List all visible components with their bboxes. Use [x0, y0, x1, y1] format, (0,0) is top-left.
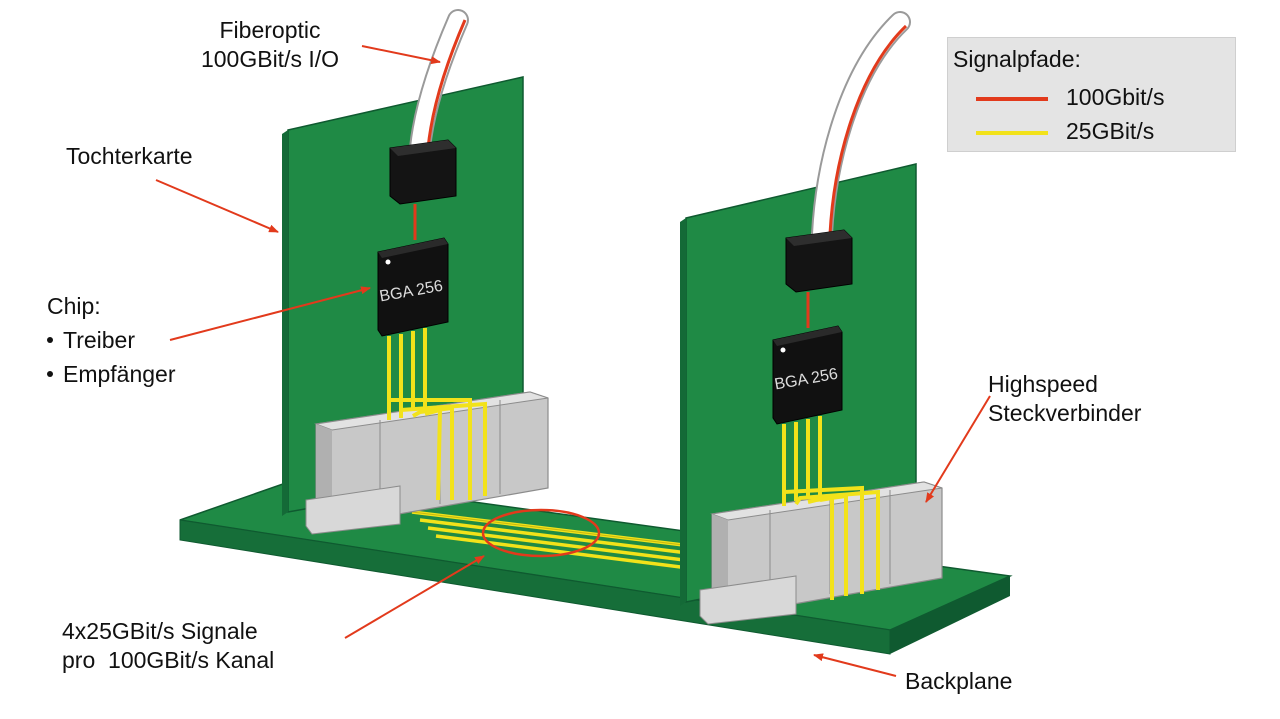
label-highspeed-line2: Steckverbinder: [988, 400, 1142, 426]
right-fiber-cable: [811, 11, 911, 245]
bullet-icon: [47, 336, 53, 343]
legend-label-100g: 100Gbit/s: [1066, 84, 1165, 110]
arrow-tochterkarte: [155, 179, 279, 233]
label-signals-line2: pro 100GBit/s Kanal: [62, 647, 275, 673]
legend-item-25g: 25GBit/s: [948, 118, 1237, 148]
label-backplane: Backplane: [905, 668, 1013, 694]
backplane-traces: [411, 510, 721, 574]
label-chip-title: Chip:: [47, 293, 101, 319]
arrow-chip: [169, 286, 371, 341]
label-chip-item1: Treiber: [47, 326, 176, 355]
left-chip: BGA 256: [377, 237, 449, 337]
left-fiber-cable: [409, 9, 469, 159]
label-highspeed: Highspeed Steckverbinder: [988, 370, 1141, 428]
label-fiberoptic-line1: Fiberoptic: [219, 17, 321, 43]
bullet-icon: [47, 370, 53, 377]
right-chip: BGA 256: [772, 325, 843, 425]
legend-swatch-red: [976, 97, 1048, 101]
arrow-highspeed: [925, 395, 991, 503]
arrow-signals: [344, 555, 485, 639]
arrow-fiberoptic: [361, 45, 441, 65]
right-connector: [699, 481, 943, 625]
label-signals: 4x25GBit/s Signale pro 100GBit/s Kanal: [62, 617, 274, 675]
label-tochterkarte: Tochterkarte: [66, 143, 193, 169]
left-optical-module: [389, 139, 457, 240]
legend-label-25g: 25GBit/s: [1066, 118, 1155, 144]
legend-box: Signalpfade: 100Gbit/s 25GBit/s: [947, 37, 1236, 152]
label-chip-item2: Empfänger: [47, 360, 176, 389]
legend-title: Signalpfade:: [953, 46, 1081, 72]
label-chip: Chip: Treiber Empfänger: [47, 292, 176, 389]
arrow-backplane: [813, 653, 897, 677]
label-signals-line1: 4x25GBit/s Signale: [62, 618, 258, 644]
label-fiberoptic-line2: 100GBit/s I/O: [200, 46, 340, 72]
annotation-arrows: [155, 45, 991, 677]
label-fiberoptic: Fiberoptic 100GBit/s I/O: [170, 16, 370, 74]
right-optical-module: [785, 229, 853, 328]
signal-highlight-ellipse: [481, 508, 601, 558]
label-highspeed-line1: Highspeed: [988, 371, 1098, 397]
legend-item-100g: 100Gbit/s: [948, 84, 1237, 114]
legend-swatch-yellow: [976, 131, 1048, 135]
left-connector: [305, 391, 549, 535]
